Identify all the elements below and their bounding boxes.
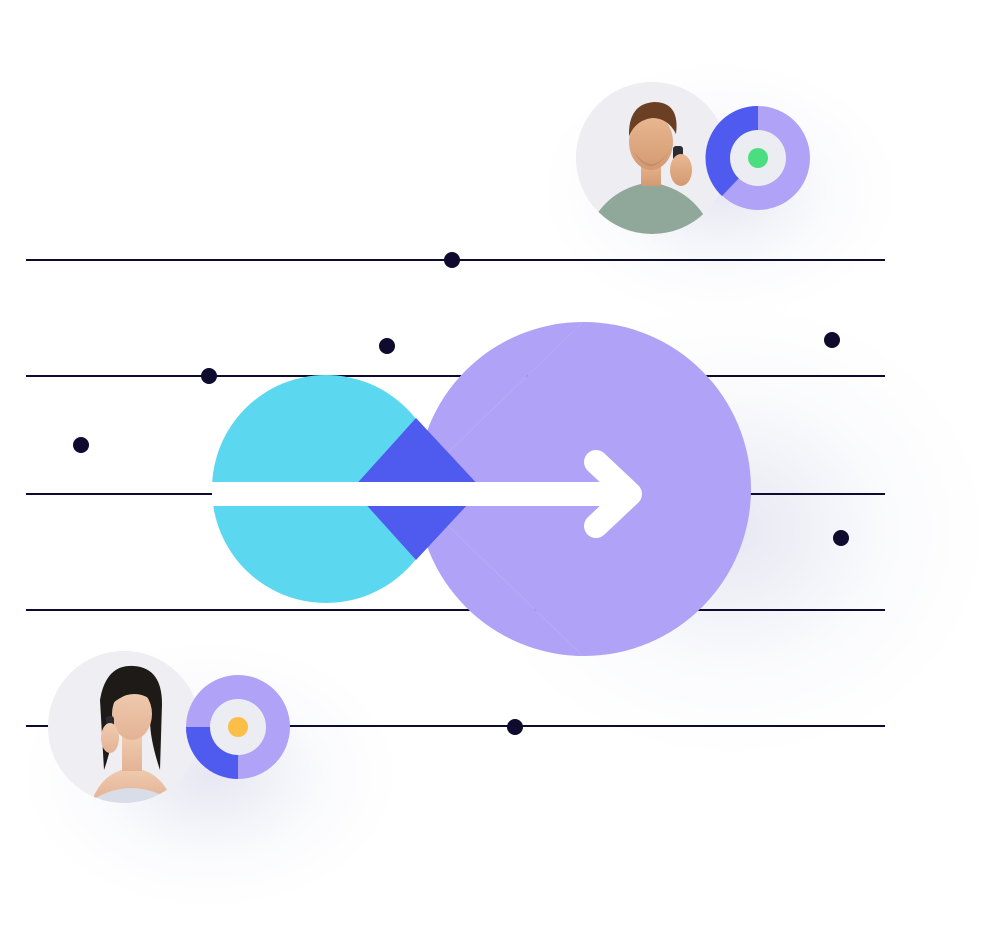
dot bbox=[833, 530, 849, 546]
dot bbox=[201, 368, 217, 384]
dot bbox=[379, 338, 395, 354]
scattered-dots bbox=[73, 252, 849, 735]
dot bbox=[73, 437, 89, 453]
caller-avatar-top bbox=[576, 82, 810, 234]
destination-teardrop bbox=[410, 321, 752, 656]
dot bbox=[824, 332, 840, 348]
status-dot-online bbox=[748, 148, 768, 168]
dot bbox=[444, 252, 460, 268]
arrow-right-icon bbox=[212, 450, 642, 538]
status-ring-bottom bbox=[186, 675, 290, 779]
status-dot-away bbox=[228, 717, 248, 737]
dot bbox=[507, 719, 523, 735]
caller-avatar-bottom bbox=[48, 651, 290, 803]
status-ring-top bbox=[705, 105, 810, 210]
